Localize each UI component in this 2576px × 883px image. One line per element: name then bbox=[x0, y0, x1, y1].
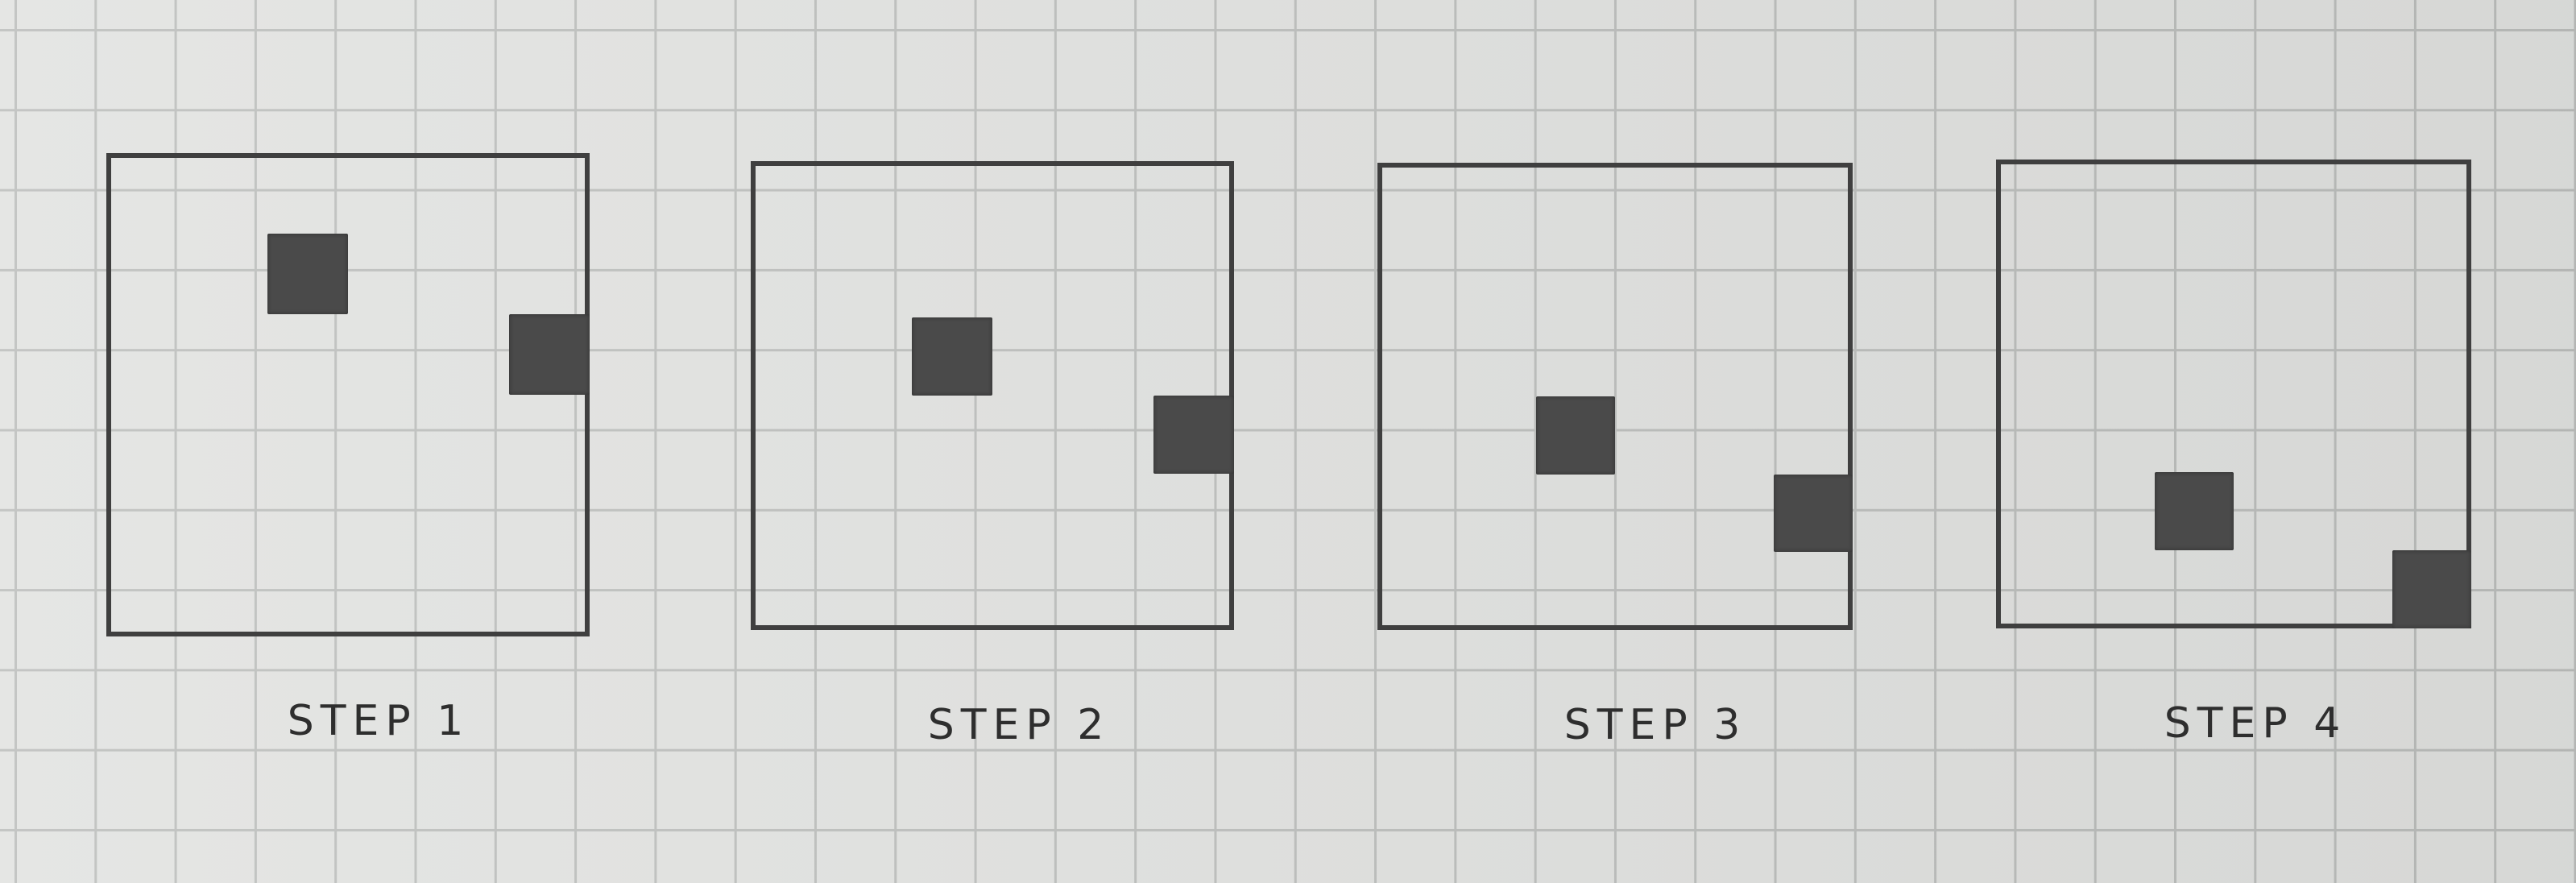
step-4-label: STEP 4 bbox=[2164, 699, 2347, 748]
step-1-filled-cell-2 bbox=[509, 314, 590, 395]
step-1-label: STEP 1 bbox=[287, 697, 470, 745]
step-4-grid-frame bbox=[1996, 160, 2471, 628]
step-1-panel bbox=[106, 153, 590, 636]
step-4-filled-cell-2 bbox=[2392, 550, 2471, 628]
step-4-panel bbox=[1996, 160, 2471, 628]
step-3-grid-frame bbox=[1377, 163, 1853, 630]
step-3-label: STEP 3 bbox=[1563, 701, 1747, 749]
step-4-filled-cell-1 bbox=[2154, 472, 2234, 550]
step-2-label: STEP 2 bbox=[927, 701, 1111, 749]
step-3-filled-cell-1 bbox=[1535, 396, 1615, 475]
step-3-filled-cell-2 bbox=[1773, 474, 1853, 553]
step-2-panel bbox=[751, 161, 1234, 630]
step-3-panel bbox=[1377, 163, 1853, 630]
step-2-filled-cell-2 bbox=[1153, 396, 1234, 474]
step-1-filled-cell-1 bbox=[267, 234, 348, 314]
step-2-filled-cell-1 bbox=[912, 317, 992, 396]
step-1-grid-frame bbox=[106, 153, 590, 636]
